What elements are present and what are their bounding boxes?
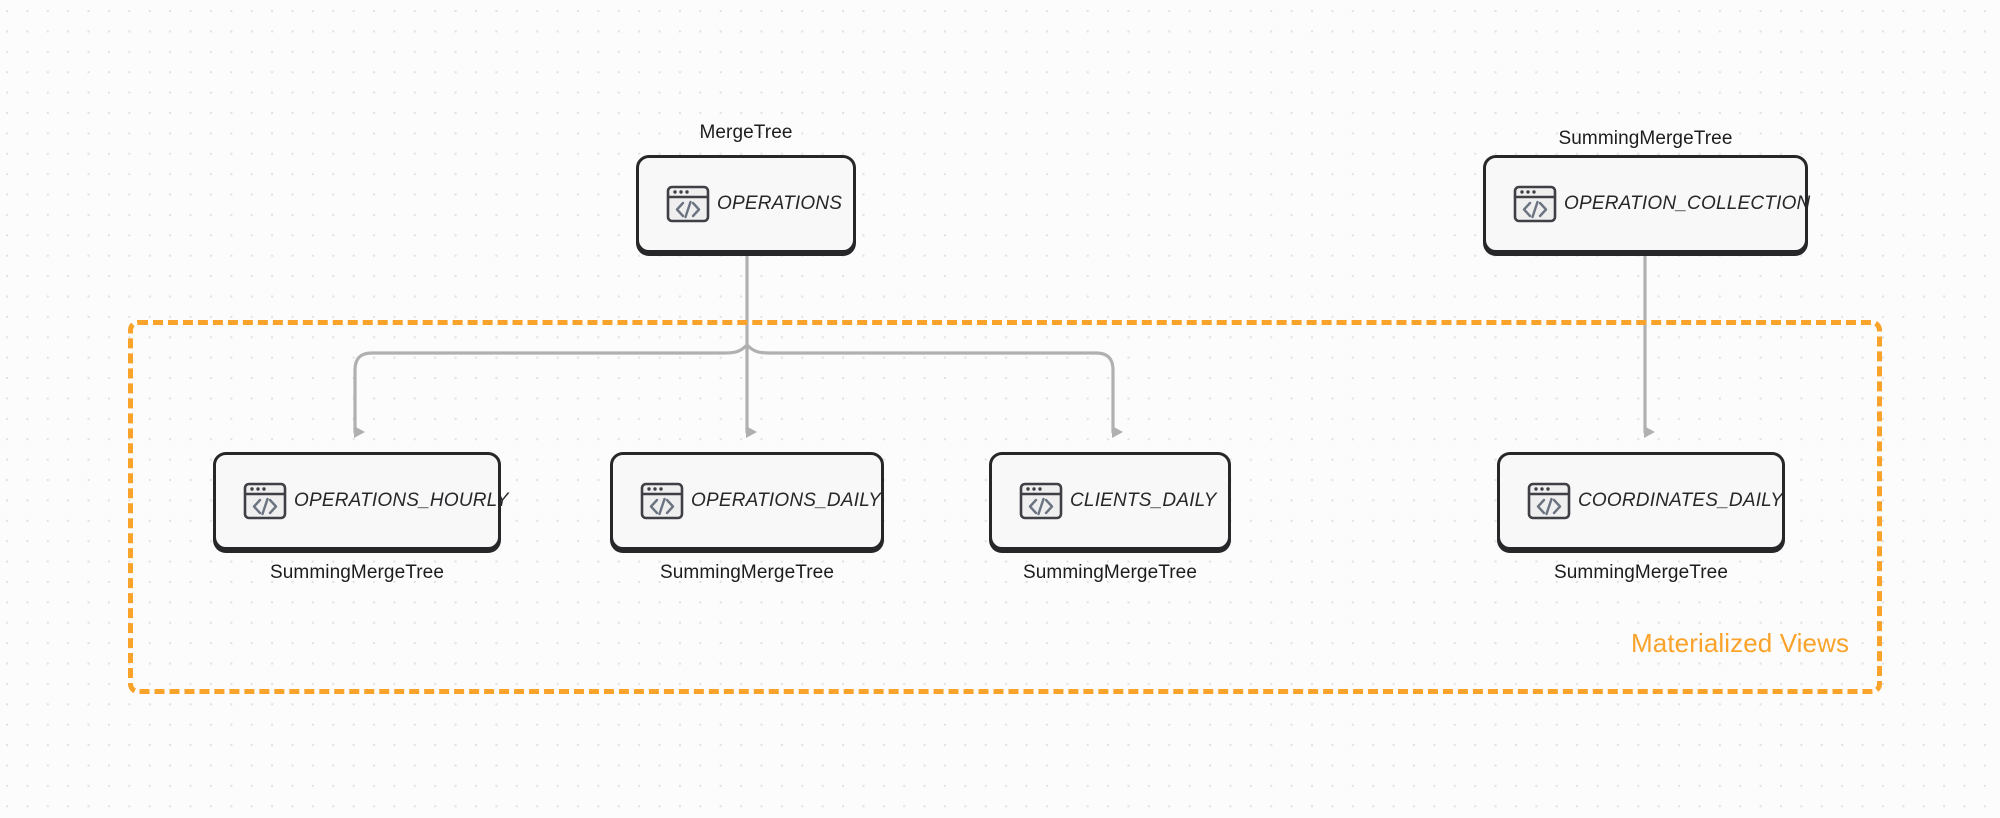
node-operation-collection[interactable]: OPERATION_COLLECTION (1483, 155, 1810, 253)
engine-caption-operations-daily: SummingMergeTree (659, 562, 835, 583)
materialized-views-group[interactable] (128, 320, 1882, 694)
engine-caption-operations: MergeTree (699, 122, 793, 143)
engine-caption-clients-daily: SummingMergeTree (1022, 562, 1198, 583)
code-window-icon (639, 478, 685, 524)
code-window-icon (242, 478, 288, 524)
node-label-operations: OPERATIONS (717, 193, 843, 214)
node-operations[interactable]: OPERATIONS (636, 155, 856, 253)
node-label-operations-hourly: OPERATIONS_HOURLY (294, 490, 509, 511)
node-label-clients-daily: CLIENTS_DAILY (1070, 490, 1217, 511)
engine-caption-operations-hourly: SummingMergeTree (269, 562, 445, 583)
node-label-operations-daily: OPERATIONS_DAILY (691, 490, 882, 511)
node-coordinates-daily[interactable]: COORDINATES_DAILY (1497, 452, 1785, 550)
materialized-views-group-label: Materialized Views (1631, 628, 1850, 658)
engine-caption-operation-collection: SummingMergeTree (1558, 128, 1733, 149)
node-operations-hourly[interactable]: OPERATIONS_HOURLY (213, 452, 508, 550)
node-clients-daily[interactable]: CLIENTS_DAILY (989, 452, 1231, 550)
node-operations-daily[interactable]: OPERATIONS_DAILY (610, 452, 884, 550)
node-label-operation-collection: OPERATION_COLLECTION (1564, 193, 1811, 214)
code-window-icon (1526, 478, 1572, 524)
node-label-coordinates-daily: COORDINATES_DAILY (1578, 490, 1784, 511)
code-window-icon (1512, 181, 1558, 227)
engine-caption-coordinates-daily: SummingMergeTree (1553, 562, 1729, 583)
code-window-icon (1018, 478, 1064, 524)
code-window-icon (665, 181, 711, 227)
